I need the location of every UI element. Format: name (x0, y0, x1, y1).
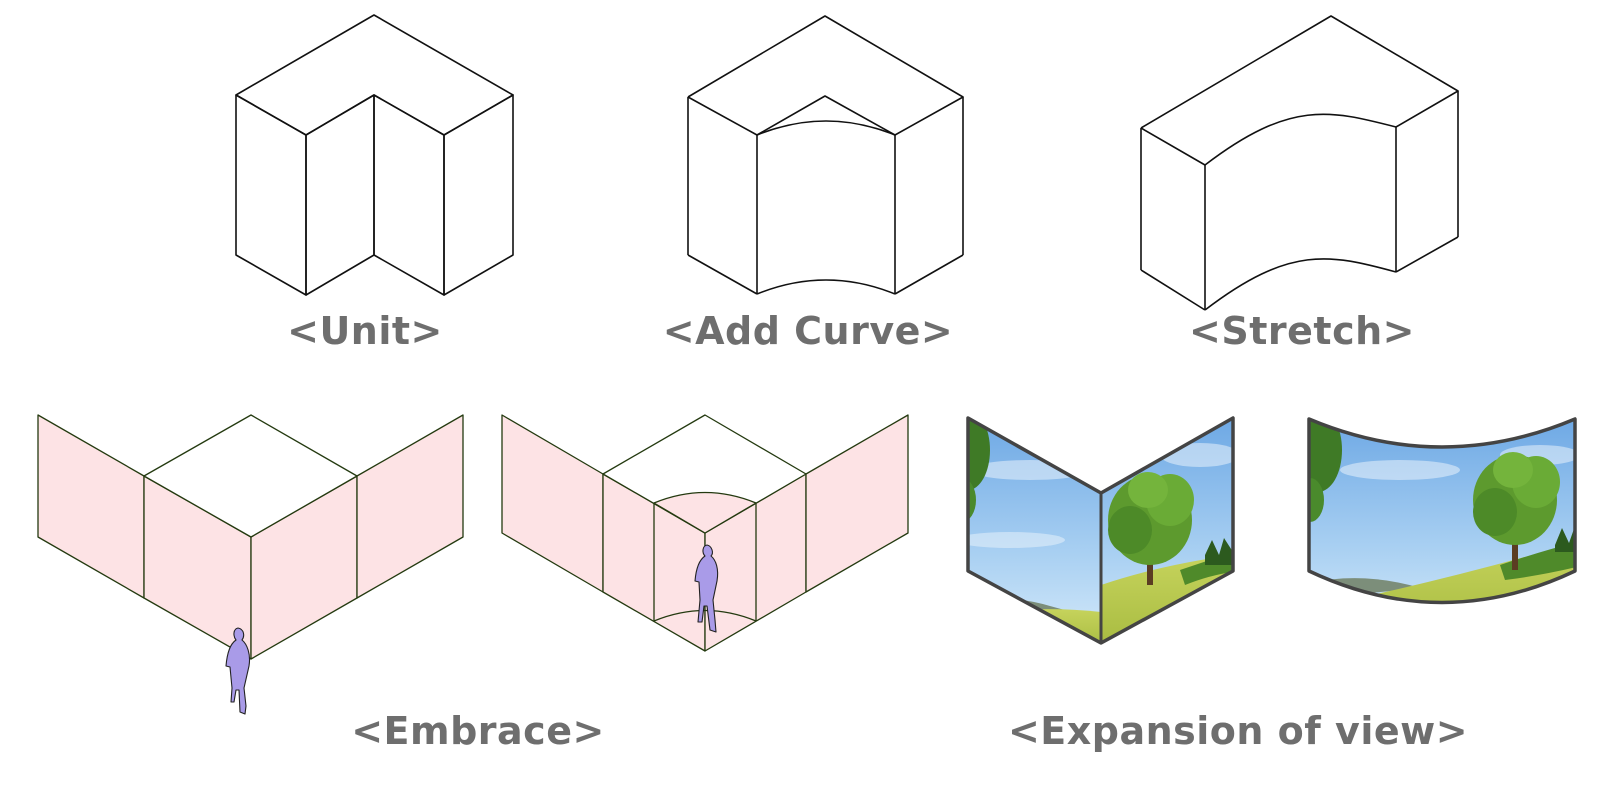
expansion-curved-panel (1307, 417, 1577, 605)
unit-block (235, 14, 514, 296)
unit-caption: <Unit> (287, 309, 443, 353)
stretch-block (1140, 15, 1459, 311)
person-silhouette-icon (694, 544, 719, 633)
embrace-caption: <Embrace> (351, 709, 605, 753)
embrace-curved-corner-walls (501, 414, 909, 652)
add-curve-caption: <Add Curve> (662, 309, 954, 353)
person-silhouette-icon (225, 627, 251, 715)
expansion-bent-panel (966, 416, 1235, 645)
expansion-of-view-caption: <Expansion of view> (1007, 709, 1469, 753)
stretch-caption: <Stretch> (1189, 309, 1415, 353)
tree-icon (1473, 452, 1560, 545)
add-curve-block (687, 15, 964, 295)
embrace-corner-walls (37, 414, 464, 660)
tree-icon (1108, 472, 1194, 565)
